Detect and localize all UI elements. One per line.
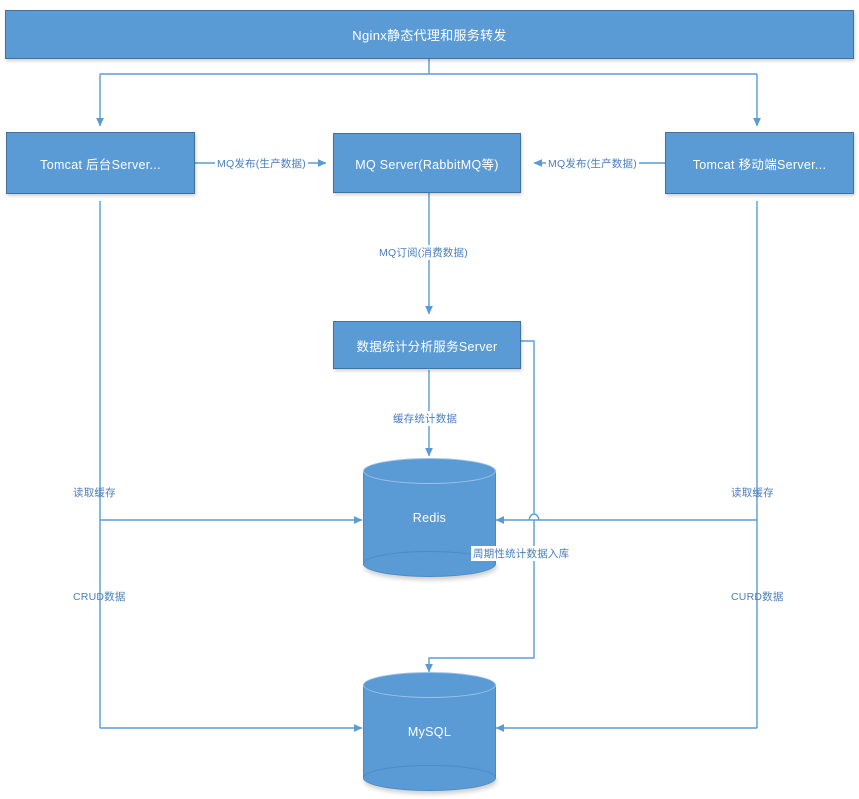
edge-label-mq-publish-right: MQ发布(生产数据) xyxy=(546,156,639,171)
edge-label-read-cache-left: 读取缓存 xyxy=(73,487,116,499)
mysql-cylinder-body xyxy=(363,685,496,778)
mysql-cylinder-top xyxy=(363,672,496,698)
node-redis-label: Redis xyxy=(412,510,447,525)
edge-label-mq-subscribe: MQ订阅(消费数据) xyxy=(377,245,470,260)
mysql-cylinder-bottom xyxy=(363,765,496,791)
edge-label-read-cache-right: 读取缓存 xyxy=(731,487,774,499)
node-nginx-label: Nginx静态代理和服务转发 xyxy=(352,28,507,43)
edge-label-periodic-persist: 周期性统计数据入库 xyxy=(471,546,572,561)
edge-label-cache-stats: 缓存统计数据 xyxy=(391,411,460,426)
wire-stats-right-down xyxy=(521,340,535,513)
edge-label-crud-right: CURD数据 xyxy=(731,591,784,603)
node-stats-service[interactable]: 数据统计分析服务Server xyxy=(333,321,521,369)
node-mq-server-label: MQ Server(RabbitMQ等) xyxy=(355,157,499,172)
wire-hop-redis xyxy=(528,513,540,521)
edge-label-crud-left: CRUD数据 xyxy=(73,591,126,603)
redis-cylinder-top xyxy=(363,458,496,484)
node-tomcat-backend-label: Tomcat 后台Server... xyxy=(40,157,161,172)
node-stats-service-label: 数据统计分析服务Server xyxy=(356,339,498,354)
node-nginx[interactable]: Nginx静态代理和服务转发 xyxy=(5,10,854,59)
node-mq-server[interactable]: MQ Server(RabbitMQ等) xyxy=(333,133,521,193)
edge-label-mq-publish-left: MQ发布(生产数据) xyxy=(215,156,308,171)
node-tomcat-mobile-label: Tomcat 移动端Server... xyxy=(692,157,827,172)
wire-stats-to-mysql xyxy=(425,520,535,673)
node-mysql[interactable]: MySQL xyxy=(363,672,496,791)
node-tomcat-backend[interactable]: Tomcat 后台Server... xyxy=(6,132,195,194)
node-tomcat-mobile[interactable]: Tomcat 移动端Server... xyxy=(665,132,854,194)
node-mysql-label: MySQL xyxy=(407,724,452,739)
